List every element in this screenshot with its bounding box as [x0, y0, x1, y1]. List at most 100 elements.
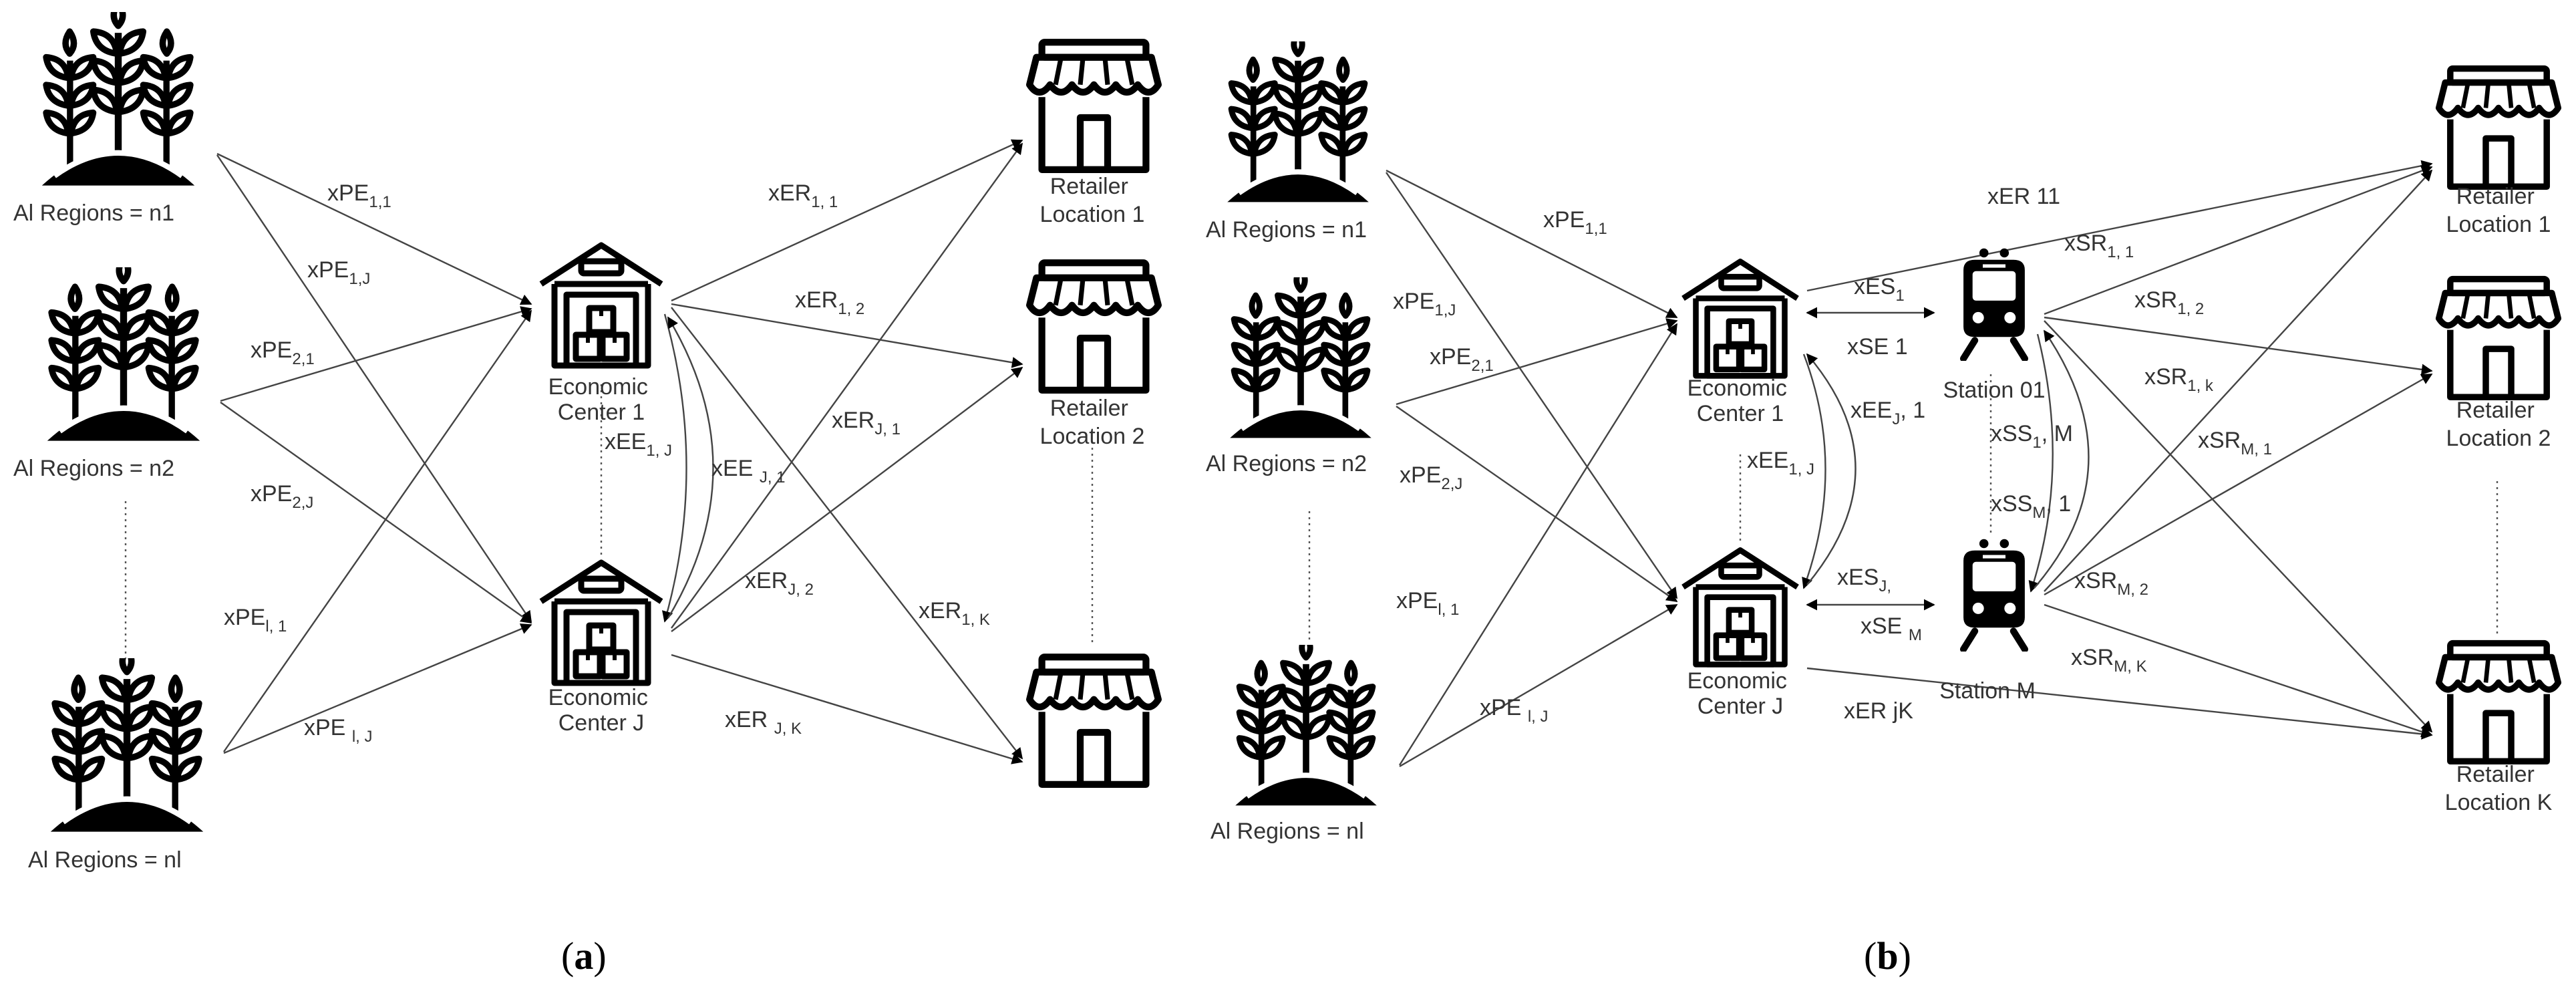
edge-pe21-b: [1396, 318, 1678, 406]
retailer-2-a: Retailer Location 2: [1029, 263, 1158, 449]
wheat-icon: [1230, 269, 1372, 438]
label-erjk-a: xER J, K: [725, 707, 802, 738]
edge-ss1m-b: [2028, 333, 2054, 593]
edge-ee1j-a: [662, 313, 687, 623]
edge-pe2j-b: [1396, 406, 1678, 602]
label-pel1-b: xPEl, 1: [1396, 588, 1459, 619]
label-pe1j-a: xPE1,J: [307, 257, 370, 288]
edge-srm2-b: [2044, 373, 2433, 596]
edge-ee1j-b: [1802, 353, 1826, 589]
wheat-icon: [47, 257, 200, 440]
label-pe1j-b: xPE1,J: [1393, 289, 1456, 319]
edge-pe21-a: [220, 306, 532, 402]
econ-center-j-a: Economic Center J: [541, 563, 661, 736]
edge-er12-a: [671, 303, 1023, 368]
shop-icon: [1029, 42, 1158, 170]
label-srmk-b: xSRM, K: [2071, 645, 2147, 676]
edges-b: [1308, 160, 2499, 768]
label-pelj-b: xPE l, J: [1480, 695, 1548, 726]
label-er11-a: xER1, 1: [768, 180, 838, 211]
label-se1-b: xSE 1: [1847, 334, 1908, 360]
label-sr1k-b: xSR1, k: [2144, 364, 2214, 395]
shop-icon: [1029, 263, 1158, 390]
label-sr12-b: xSR1, 2: [2134, 287, 2204, 318]
edge-erjk-a: [671, 654, 1023, 764]
edge-sr11-b: [2044, 165, 2433, 315]
panel-b: Al Regions = n1 Al Regions = n2 Al Regio…: [1206, 33, 2558, 978]
label-pe21-b: xPE2,1: [1430, 344, 1494, 375]
label-ee1j-b: xEE1, J: [1747, 448, 1814, 478]
edge-erj1-a: [671, 142, 1023, 629]
warehouse-icon: [1683, 550, 1798, 664]
region-label: Al Regions = n2: [13, 456, 174, 481]
retailer-k-a: [1029, 657, 1158, 785]
label-pe2j-b: xPE2,J: [1400, 462, 1462, 493]
label-srm2-b: xSRM, 2: [2074, 568, 2148, 599]
edge-labels-a: xPE1,1 xPE1,J xPE2,1 xPE2,J xPEl, 1 xPE …: [224, 180, 990, 746]
region-label: Al Regions = nl: [1211, 819, 1364, 844]
region-n1-b: Al Regions = n1: [1206, 33, 1369, 243]
label-pel1-a: xPEl, 1: [224, 605, 287, 635]
label-ss1m-b: xSS1, M: [1991, 421, 2073, 452]
retailer-2-b: Retailer Location 2: [2439, 279, 2559, 451]
edge-pe11-b: [1386, 169, 1678, 319]
wheat-icon: [51, 648, 203, 831]
edge-sr1k-b: [2044, 320, 2433, 733]
edge-eej1-a: [667, 316, 714, 619]
shop-icon: [2439, 279, 2559, 398]
shop-icon: [1029, 657, 1158, 785]
econ-center-1-b: Economic Center 1: [1683, 261, 1798, 426]
region-n1-a: Al Regions = n1: [13, 2, 194, 226]
edge-er1k-a: [671, 307, 1023, 760]
train-icon: [1963, 249, 2025, 359]
station-label: Station 01: [1943, 378, 2045, 403]
edge-pe1j-b: [1386, 172, 1677, 599]
region-label: Al Regions = n1: [1206, 217, 1367, 243]
label-pe11-a: xPE1,1: [327, 180, 391, 211]
region-n2-b: Al Regions = n2: [1206, 269, 1372, 476]
econ-label: Economic Center J: [1687, 668, 1794, 719]
station-label: Station M: [1939, 678, 2036, 704]
train-icon: [1963, 539, 2025, 650]
region-n2-a: Al Regions = n2: [13, 257, 200, 481]
wheat-icon: [42, 2, 194, 185]
warehouse-icon: [541, 245, 661, 366]
retailer-label: Retailer Location 1: [2446, 184, 2551, 237]
retailer-label: Retailer Location 2: [2446, 398, 2551, 451]
label-erjk-b: xER jK: [1844, 698, 1913, 724]
label-er12-a: xER1, 2: [795, 287, 864, 318]
label-ssm1-b: xSSM, 1: [1991, 491, 2071, 522]
edge-pelj-a: [223, 623, 532, 754]
retailer-label: Retailer Location 1: [1040, 174, 1145, 227]
edge-sr12-b: [2044, 316, 2433, 376]
panel-a: Al Regions = n1 Al Regions = n2 Al Regio…: [13, 2, 1158, 978]
econ-center-j-b: Economic Center J: [1683, 550, 1798, 719]
label-eej1-b: xEEJ, 1: [1850, 398, 1925, 428]
wheat-icon: [1235, 636, 1377, 806]
edge-pel1-b: [1398, 323, 1678, 766]
label-er11-b: xER 11: [1987, 184, 2060, 209]
label-erj2-a: xERJ, 2: [745, 568, 814, 599]
edge-erj2-a: [671, 366, 1023, 632]
edge-srmk-b: [2044, 603, 2433, 738]
station-01-b: Station 01: [1943, 249, 2046, 403]
retailer-1-b: Retailer Location 1: [2439, 69, 2559, 237]
econ-center-1-a: Economic Center 1: [541, 245, 661, 425]
retailer-label: Retailer Location 2: [1040, 396, 1145, 449]
caption-a: (a): [561, 934, 607, 978]
retailer-label: Retailer Location K: [2445, 762, 2553, 815]
edge-pe11-a: [216, 152, 532, 305]
edge-pel1-a: [223, 309, 532, 752]
label-srm1-b: xSRM, 1: [2198, 428, 2272, 458]
caption-b: (b): [1864, 934, 1911, 978]
label-er1k-a: xER1, K: [919, 598, 990, 629]
wheat-icon: [1227, 33, 1369, 202]
edge-labels-b: xPE1,1 xPE1,J xPE2,1 xPE2,J xPEl, 1 xPE …: [1393, 184, 2272, 726]
label-eej1-a: xEE J, 1: [711, 456, 786, 486]
edge-pe2j-a: [220, 402, 532, 623]
warehouse-icon: [541, 563, 661, 683]
retailer-1-a: Retailer Location 1: [1029, 42, 1158, 227]
edge-pelj-b: [1399, 603, 1678, 768]
retailer-k-b: Retailer Location K: [2439, 644, 2559, 815]
